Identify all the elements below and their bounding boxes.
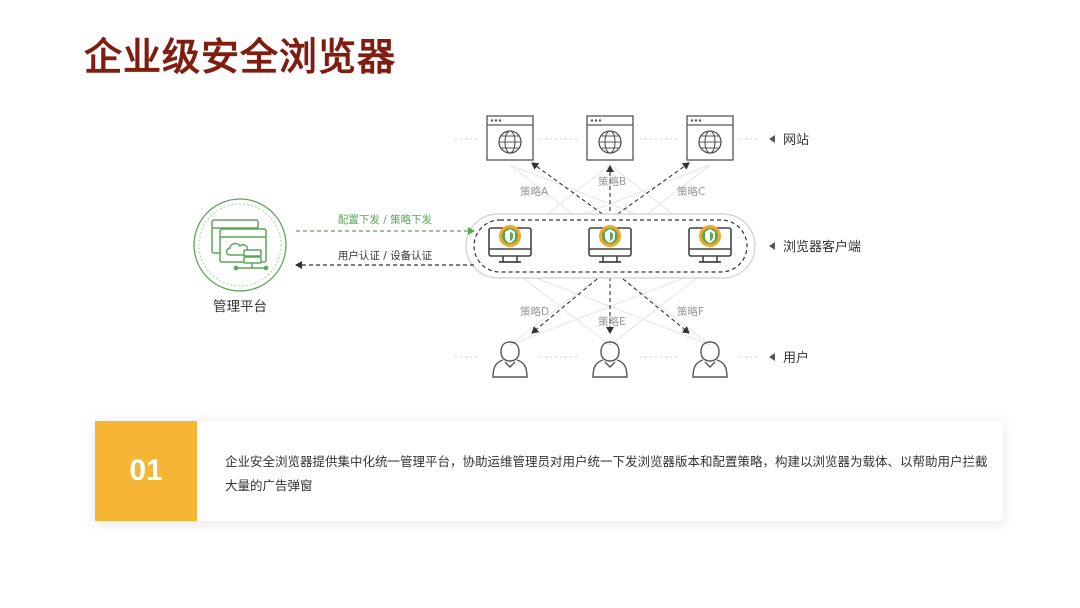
- policy-label-e: 策略E: [598, 315, 626, 328]
- website-icon: [586, 115, 634, 161]
- architecture-diagram: 策略A 策略B 策略C 策略D 策略E 策略F 网站 浏览器客户端 用户 管理平…: [193, 115, 861, 378]
- pointer-left-icon: [769, 135, 775, 143]
- info-description: 企业安全浏览器提供集中化统一管理平台，协助运维管理员对用户统一下发浏览器版本和配…: [225, 454, 988, 493]
- info-card: 01 企业安全浏览器提供集中化统一管理平台，协助运维管理员对用户统一下发浏览器版…: [95, 421, 1003, 521]
- policy-label-c: 策略C: [677, 185, 705, 198]
- policy-label-f: 策略F: [677, 305, 704, 318]
- policy-label-b: 策略B: [598, 175, 626, 188]
- user-icon: [492, 341, 528, 378]
- browser-client-icon: [688, 225, 732, 263]
- row-label-clients: 浏览器客户端: [783, 239, 861, 255]
- page-title: 企业级安全浏览器: [84, 34, 397, 79]
- row-label-websites: 网站: [783, 133, 809, 148]
- server-cloud-icon: [211, 219, 269, 271]
- client-website-arrows: [531, 162, 690, 334]
- management-platform-label: 管理平台: [213, 299, 267, 315]
- pointer-left-icon: [769, 353, 775, 361]
- row-label-users: 用户: [783, 350, 809, 366]
- auth-label: 用户认证 / 设备认证: [338, 249, 433, 262]
- policy-label-d: 策略D: [520, 305, 549, 318]
- browser-client-icon: [588, 225, 632, 263]
- user-icon: [592, 341, 628, 378]
- browser-client-icon: [488, 225, 532, 263]
- row-leader-dots: [455, 138, 760, 358]
- browser-clients-dashed-border: [473, 219, 748, 273]
- user-icon: [692, 341, 728, 378]
- policy-label-a: 策略A: [520, 185, 549, 198]
- info-number-badge: 01: [95, 421, 197, 521]
- website-icon: [486, 115, 534, 161]
- pointer-left-icon: [769, 242, 775, 250]
- config-push-label: 配置下发 / 策略下发: [338, 213, 433, 226]
- website-icon: [686, 115, 734, 161]
